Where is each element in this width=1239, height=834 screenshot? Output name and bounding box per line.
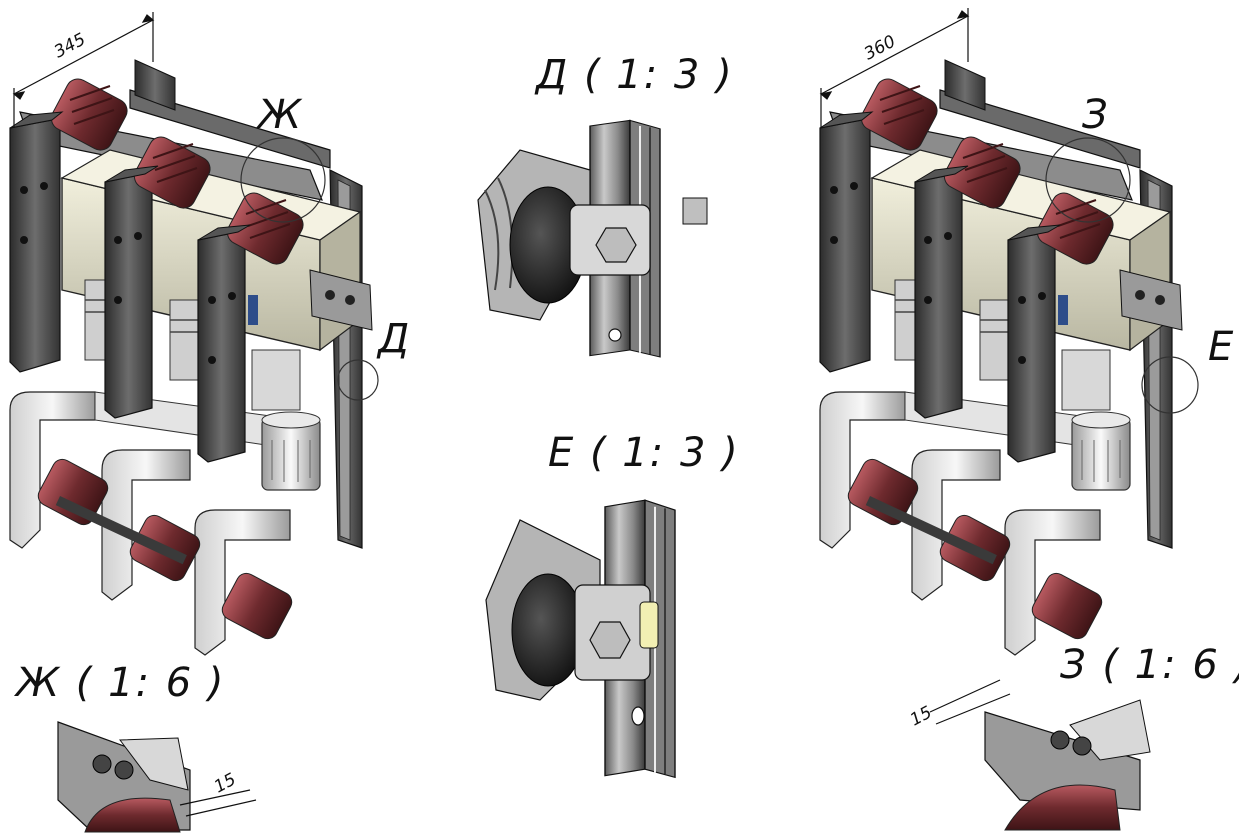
callout-circle-zh xyxy=(240,137,326,223)
callout-label-e: Е xyxy=(1208,324,1235,370)
detail-title-zh: Ж ( 1: 6 ) xyxy=(13,660,226,706)
callout-circle-z xyxy=(1045,137,1131,223)
callout-circle-e xyxy=(1141,356,1199,414)
callout-circle-d xyxy=(337,359,379,401)
dimension-label-360: 360 xyxy=(861,32,899,65)
callout-label-zh: Ж xyxy=(255,92,303,138)
detail-title-e: Е ( 1: 3 ) xyxy=(548,430,740,476)
dimension-label-15-right: 15 xyxy=(907,703,935,731)
left-apparatus-view: 345 Ж Д xyxy=(9,12,411,656)
dimension-right-width xyxy=(819,8,970,128)
callout-label-d: Д xyxy=(376,316,411,362)
right-apparatus-view: 360 З Е xyxy=(819,8,1235,656)
detail-view-zh: Ж ( 1: 6 ) 15 xyxy=(13,660,257,833)
dimension-left-width xyxy=(12,12,155,128)
detail-view-z: З ( 1: 6 ) 15 xyxy=(907,642,1239,831)
callout-label-z: З xyxy=(1082,92,1110,138)
detail-title-z: З ( 1: 6 ) xyxy=(1060,642,1239,688)
detail-title-d: Д ( 1: 3 ) xyxy=(534,52,734,98)
detail-view-e: Е ( 1: 3 ) xyxy=(485,430,740,779)
detail-view-d: Д ( 1: 3 ) xyxy=(477,52,734,359)
